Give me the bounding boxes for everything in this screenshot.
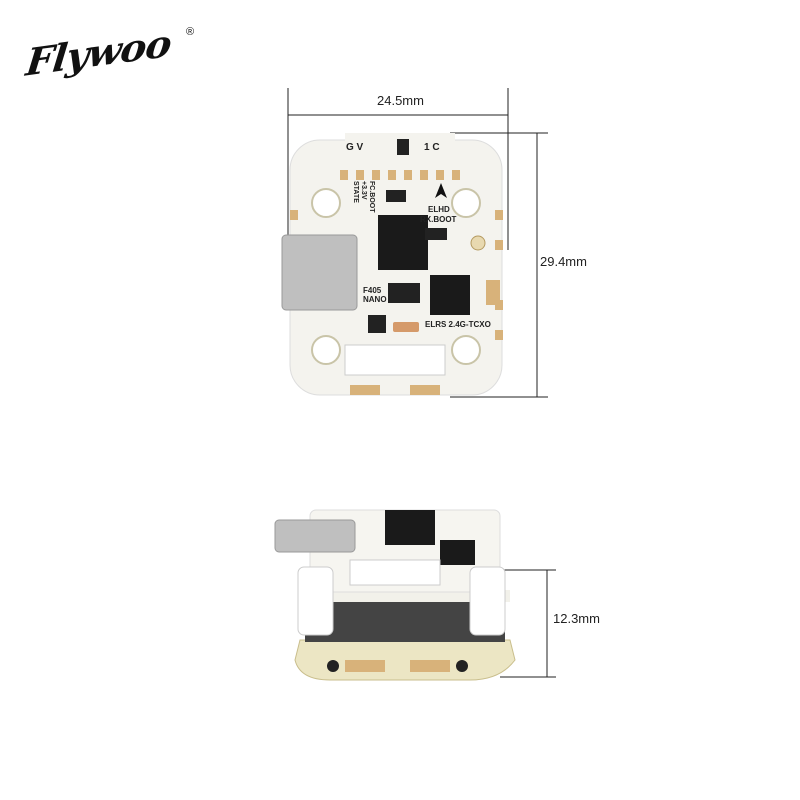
label-f405: F405 [363,286,382,295]
height-dimension-label: 29.4mm [540,254,587,269]
registered-mark: ® [186,26,195,38]
label-3v3: +3.3V [360,181,367,200]
width-dimension-label: 24.5mm [377,93,424,108]
label-elhd: ELHD [428,205,450,214]
stack-height-dimension-label: 12.3mm [553,611,600,626]
usb-c-port [281,234,358,311]
label-rx-boot: RX.BOOT [420,215,457,224]
label-nano: NANO [363,295,387,304]
mcu-chip [378,215,428,270]
pad-label-gv: G V [346,142,364,153]
board-top-view: G V 1 C FC.BOOT +3.3V STATE ELHD RX.BOOT… [281,133,503,396]
dimension-lines [287,88,556,678]
label-state: STATE [352,181,359,203]
label-elrs: ELRS 2.4G-TCXO [425,320,491,329]
pad-label-1c: 1 C [424,142,440,153]
arrow-icon [435,183,447,198]
board-side-view [274,509,516,681]
rx-chip [430,275,470,315]
label-fc-boot: FC.BOOT [368,181,375,213]
